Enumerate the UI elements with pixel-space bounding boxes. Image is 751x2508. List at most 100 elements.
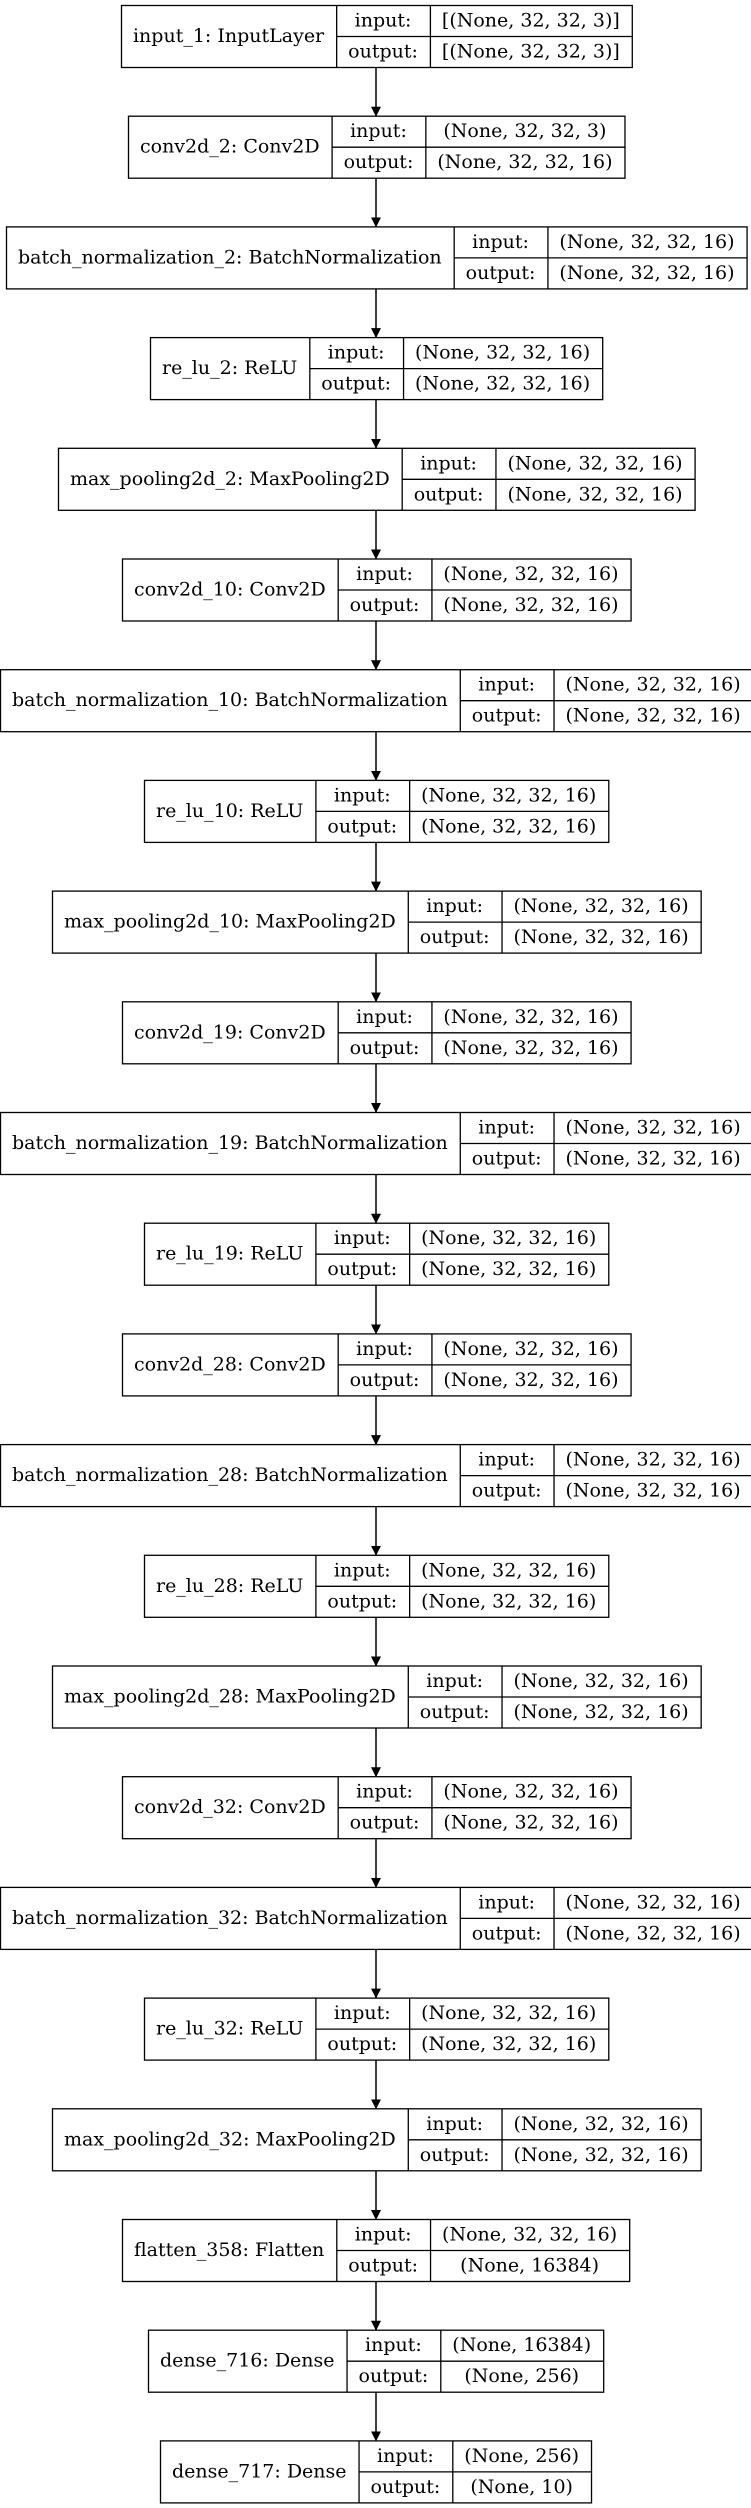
layer-name: re_lu_10: ReLU bbox=[156, 800, 303, 822]
layer-name: conv2d_32: Conv2D bbox=[134, 1796, 326, 1818]
output-label: output: bbox=[472, 1148, 542, 1170]
input-shape: (None, 32, 32, 16) bbox=[443, 1006, 618, 1028]
input-shape: (None, 32, 32, 16) bbox=[566, 1891, 741, 1913]
layer-name: max_pooling2d_28: MaxPooling2D bbox=[64, 1686, 396, 1708]
input-shape: (None, 32, 32, 16) bbox=[421, 1559, 596, 1581]
output-label: output: bbox=[327, 1258, 397, 1280]
input-shape: (None, 32, 32, 16) bbox=[507, 452, 682, 474]
output-shape: (None, 32, 32, 16) bbox=[566, 1480, 741, 1502]
input-shape: [(None, 32, 32, 3)] bbox=[442, 10, 620, 32]
input-label: input: bbox=[478, 1891, 535, 1913]
output-label: output: bbox=[466, 262, 536, 284]
input-label: input: bbox=[426, 1670, 483, 1692]
output-shape: (None, 32, 32, 16) bbox=[415, 373, 590, 395]
output-shape: (None, 32, 32, 16) bbox=[566, 705, 741, 727]
input-label: input: bbox=[334, 784, 391, 806]
input-label: input: bbox=[334, 1559, 391, 1581]
layer-node: max_pooling2d_28: MaxPooling2Dinput:outp… bbox=[51, 1665, 702, 1729]
output-label: output: bbox=[327, 2033, 397, 2055]
input-label: input: bbox=[355, 10, 412, 32]
input-shape: (None, 32, 32, 16) bbox=[421, 784, 596, 806]
output-label: output: bbox=[321, 373, 391, 395]
input-shape: (None, 32, 32, 3) bbox=[443, 120, 606, 142]
input-label: input: bbox=[328, 342, 385, 364]
input-label: input: bbox=[356, 1006, 413, 1028]
input-shape: (None, 32, 32, 16) bbox=[514, 1670, 689, 1692]
output-shape: (None, 256) bbox=[464, 2365, 579, 2387]
layer-node: batch_normalization_32: BatchNormalizati… bbox=[0, 1886, 751, 1951]
output-label: output: bbox=[327, 815, 397, 837]
layer-name: re_lu_19: ReLU bbox=[156, 1243, 303, 1265]
output-shape: (None, 32, 32, 16) bbox=[514, 2144, 689, 2166]
input-shape: (None, 32, 32, 16) bbox=[566, 674, 741, 696]
input-shape: (None, 32, 32, 16) bbox=[566, 1449, 741, 1471]
input-shape: (None, 32, 32, 16) bbox=[415, 342, 590, 364]
input-label: input: bbox=[472, 231, 529, 253]
output-shape: (None, 32, 32, 16) bbox=[559, 262, 734, 284]
input-shape: (None, 32, 32, 16) bbox=[443, 1338, 618, 1360]
input-label: input: bbox=[426, 895, 483, 917]
input-label: input: bbox=[377, 2445, 434, 2467]
layer-name: batch_normalization_19: BatchNormalizati… bbox=[12, 1132, 448, 1154]
layer-name: flatten_358: Flatten bbox=[134, 2239, 324, 2261]
output-shape: (None, 32, 32, 16) bbox=[514, 1701, 689, 1723]
output-label: output: bbox=[350, 594, 420, 616]
output-shape: (None, 32, 32, 16) bbox=[421, 1590, 596, 1612]
layer-name: dense_716: Dense bbox=[160, 2350, 335, 2372]
input-shape: (None, 32, 32, 16) bbox=[559, 231, 734, 253]
output-shape: (None, 32, 32, 16) bbox=[421, 815, 596, 837]
layer-name: max_pooling2d_2: MaxPooling2D bbox=[70, 468, 390, 490]
layer-name: re_lu_32: ReLU bbox=[156, 2018, 303, 2040]
output-label: output: bbox=[472, 1922, 542, 1944]
input-shape: (None, 32, 32, 16) bbox=[566, 1117, 741, 1139]
output-label: output: bbox=[472, 1480, 542, 1502]
output-shape: [(None, 32, 32, 3)] bbox=[442, 41, 620, 63]
output-shape: (None, 32, 32, 16) bbox=[443, 1369, 618, 1391]
layer-node: batch_normalization_28: BatchNormalizati… bbox=[0, 1443, 751, 1508]
layer-node: max_pooling2d_2: MaxPooling2Dinput:outpu… bbox=[57, 447, 696, 511]
input-shape: (None, 16384) bbox=[452, 2334, 591, 2356]
output-label: output: bbox=[348, 41, 418, 63]
layer-name: re_lu_2: ReLU bbox=[162, 357, 297, 379]
input-label: input: bbox=[420, 452, 477, 474]
output-shape: (None, 32, 32, 16) bbox=[437, 151, 612, 173]
layer-name: conv2d_10: Conv2D bbox=[134, 579, 326, 601]
layer-name: max_pooling2d_32: MaxPooling2D bbox=[64, 2128, 396, 2150]
layer-node: re_lu_10: ReLU input: output: (None, 32, 32… bbox=[143, 779, 610, 844]
input-shape: (None, 32, 32, 16) bbox=[514, 895, 689, 917]
input-shape: (None, 32, 32, 16) bbox=[421, 2002, 596, 2024]
layer-name: conv2d_19: Conv2D bbox=[134, 1021, 326, 1043]
layer-nodes: input_1: InputLayerinput:output:[(None, … bbox=[0, 4, 751, 2504]
input-label: input: bbox=[356, 1781, 413, 1803]
input-label: input: bbox=[478, 674, 535, 696]
layer-name: max_pooling2d_10: MaxPooling2D bbox=[64, 911, 396, 933]
output-label: output: bbox=[420, 2144, 490, 2166]
layer-node: batch_normalization_19: BatchNormalizati… bbox=[0, 1111, 751, 1176]
input-label: input: bbox=[334, 2002, 391, 2024]
layer-name: batch_normalization_28: BatchNormalizati… bbox=[12, 1464, 448, 1486]
input-shape: (None, 32, 32, 16) bbox=[442, 2224, 617, 2246]
output-shape: (None, 16384) bbox=[460, 2255, 599, 2277]
layer-name: batch_normalization_32: BatchNormalizati… bbox=[12, 1907, 448, 1929]
input-label: input: bbox=[426, 2113, 483, 2135]
layer-name: re_lu_28: ReLU bbox=[156, 1575, 303, 1597]
layer-name: dense_717: Dense bbox=[172, 2460, 347, 2482]
output-shape: (None, 32, 32, 16) bbox=[443, 1812, 618, 1834]
input-label: input: bbox=[350, 120, 407, 142]
output-label: output: bbox=[350, 1369, 420, 1391]
output-shape: (None, 10) bbox=[470, 2476, 573, 2498]
layer-node: batch_normalization_10: BatchNormalizati… bbox=[0, 669, 751, 733]
input-label: input: bbox=[365, 2334, 422, 2356]
output-label: output: bbox=[348, 2255, 418, 2277]
layer-name: batch_normalization_2: BatchNormalizatio… bbox=[18, 246, 442, 268]
layer-node: batch_normalization_2: BatchNormalizatio… bbox=[5, 226, 748, 290]
